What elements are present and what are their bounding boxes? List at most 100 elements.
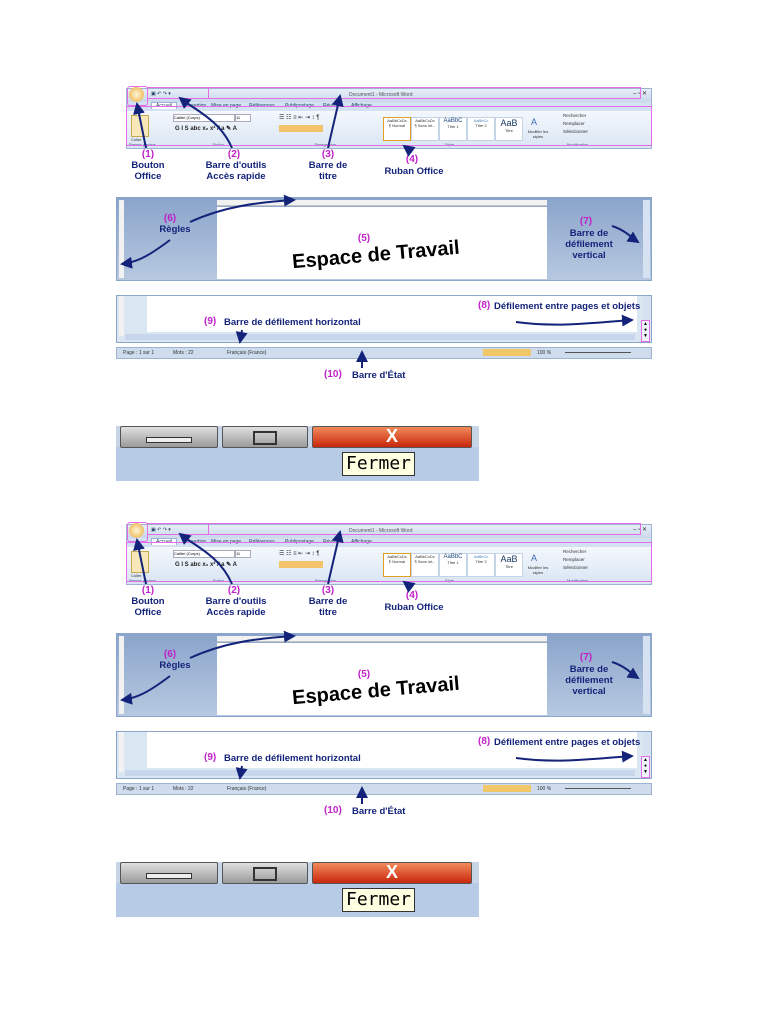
office-button-icon[interactable] [129, 87, 144, 102]
zoom-slider[interactable] [565, 352, 631, 353]
page-scroll-area: ▲●▼ [116, 731, 652, 779]
format-buttons[interactable]: G I S abc x₂ x² Aa ✎ A [175, 562, 237, 568]
page-bottom[interactable] [147, 296, 637, 332]
annotation-8-label: Défilement entre pages et objets [494, 301, 641, 312]
page-bottom[interactable] [147, 732, 637, 768]
vertical-scrollbar-lower[interactable] [643, 296, 650, 340]
minimize-button[interactable] [120, 862, 218, 884]
status-words[interactable]: Mots : 22 [173, 786, 194, 792]
ribbon-body: Coller Presse-papiers Calibri (Corps) 11… [127, 111, 651, 148]
browse-objects-buttons[interactable]: ▲●▼ [641, 320, 650, 342]
close-button[interactable]: X [312, 862, 472, 884]
maximize-button[interactable] [222, 426, 308, 448]
annotation-8-number: (8) [478, 736, 491, 747]
annotation-4-label: Ruban Office [384, 166, 444, 177]
horizontal-scrollbar[interactable] [125, 334, 635, 340]
annotation-9-label: Barre de défilement horizontal [224, 317, 361, 328]
annotation-9-number: (9) [204, 316, 217, 327]
status-page[interactable]: Page : 1 sur 1 [123, 786, 155, 792]
status-zoom[interactable]: 100 % [537, 350, 552, 356]
style-normal[interactable]: AaBbCcDc¶ Normal [383, 117, 411, 141]
status-zoom[interactable]: 100 % [537, 786, 552, 792]
list-buttons[interactable]: ☰ ☷ ≡ ⇤ ⇥ ↕ ¶ [279, 551, 320, 557]
page-workspace[interactable] [217, 643, 547, 715]
select-button[interactable]: Sélectionner [563, 129, 589, 134]
change-styles-icon[interactable]: A [531, 553, 538, 563]
status-language[interactable]: Français (France) [227, 350, 267, 356]
highlight-ribbon [126, 542, 652, 582]
arrow-8 [515, 750, 634, 763]
arrow-6b [189, 194, 296, 223]
zoom-slider[interactable] [565, 788, 631, 789]
arrow-1 [133, 538, 147, 585]
office-button-icon[interactable] [129, 523, 144, 538]
close-button-crop-2: X Fermer [116, 862, 479, 917]
annotation-2-label: Barre d'outils Accès rapide [205, 160, 267, 182]
group-paragraph: Paragraphe [315, 578, 336, 583]
highlight-title-bar [208, 523, 641, 535]
page-workspace[interactable] [217, 207, 547, 279]
annotation-4-number: (4) [405, 154, 419, 165]
arrow-1 [133, 102, 147, 149]
paste-label: Coller [131, 573, 142, 578]
annotation-6-number: (6) [163, 213, 177, 224]
font-size-select[interactable]: 11 [235, 114, 251, 122]
style-normal[interactable]: AaBbCcDc¶ Normal [383, 553, 411, 577]
replace-button[interactable]: Remplacer [563, 121, 585, 126]
browse-objects-buttons[interactable]: ▲●▼ [641, 756, 650, 778]
vertical-scrollbar-lower[interactable] [643, 732, 650, 776]
status-page[interactable]: Page : 1 sur 1 [123, 350, 155, 356]
group-style: Style [445, 578, 454, 583]
vertical-ruler [119, 200, 124, 278]
view-buttons[interactable] [483, 349, 531, 356]
font-size-select[interactable]: 11 [235, 550, 251, 558]
minimize-button[interactable] [120, 426, 218, 448]
find-button[interactable]: Rechercher [563, 549, 587, 554]
annotation-2-label: Barre d'outils Accès rapide [205, 596, 267, 618]
group-editing: Modification [567, 142, 589, 147]
annotation-5-number: (5) [357, 233, 371, 244]
vertical-scrollbar[interactable] [643, 200, 650, 278]
replace-button[interactable]: Remplacer [563, 557, 585, 562]
status-words[interactable]: Mots : 22 [173, 350, 194, 356]
quick-access-toolbar[interactable]: ▣ ↶ ↷ ▾ [151, 527, 171, 533]
annotation-6-number: (6) [163, 649, 177, 660]
close-x-icon: X [385, 862, 398, 882]
align-buttons[interactable] [279, 561, 323, 568]
annotation-10-label: Barre d'État [352, 806, 406, 817]
align-buttons[interactable] [279, 125, 323, 132]
annotation-6-label: Règles [159, 660, 191, 671]
format-buttons[interactable]: G I S abc x₂ x² Aa ✎ A [175, 126, 237, 132]
maximize-button[interactable] [222, 862, 308, 884]
annotation-3-label: Barre de titre [308, 160, 348, 182]
annotation-10-number: (10) [324, 805, 342, 816]
vertical-ruler-lower [119, 296, 124, 336]
document-area [116, 197, 652, 281]
find-button[interactable]: Rechercher [563, 113, 587, 118]
status-language[interactable]: Français (France) [227, 786, 267, 792]
quick-access-toolbar[interactable]: ▣ ↶ ↷ ▾ [151, 91, 171, 97]
ribbon-body: Coller Presse-papiers Calibri (Corps) 11… [127, 547, 651, 584]
style-sans-interligne[interactable]: AaBbCcDc¶ Sans int... [411, 117, 439, 141]
annotation-7-number: (7) [579, 652, 593, 663]
select-button[interactable]: Sélectionner [563, 565, 589, 570]
style-sans-interligne[interactable]: AaBbCcDc¶ Sans int... [411, 553, 439, 577]
close-button[interactable]: X [312, 426, 472, 448]
view-buttons[interactable] [483, 785, 531, 792]
group-clipboard: Presse-papiers [129, 578, 156, 583]
page-scroll-area: ▲●▼ [116, 295, 652, 343]
horizontal-scrollbar[interactable] [125, 770, 635, 776]
vertical-scrollbar[interactable] [643, 636, 650, 714]
horizontal-ruler [217, 200, 547, 206]
change-styles-icon[interactable]: A [531, 117, 538, 127]
group-font: Police [213, 142, 224, 147]
annotation-2-number: (2) [227, 585, 241, 596]
list-buttons[interactable]: ☰ ☷ ≡ ⇤ ⇥ ↕ ¶ [279, 115, 320, 121]
annotation-1-number: (1) [141, 149, 155, 160]
